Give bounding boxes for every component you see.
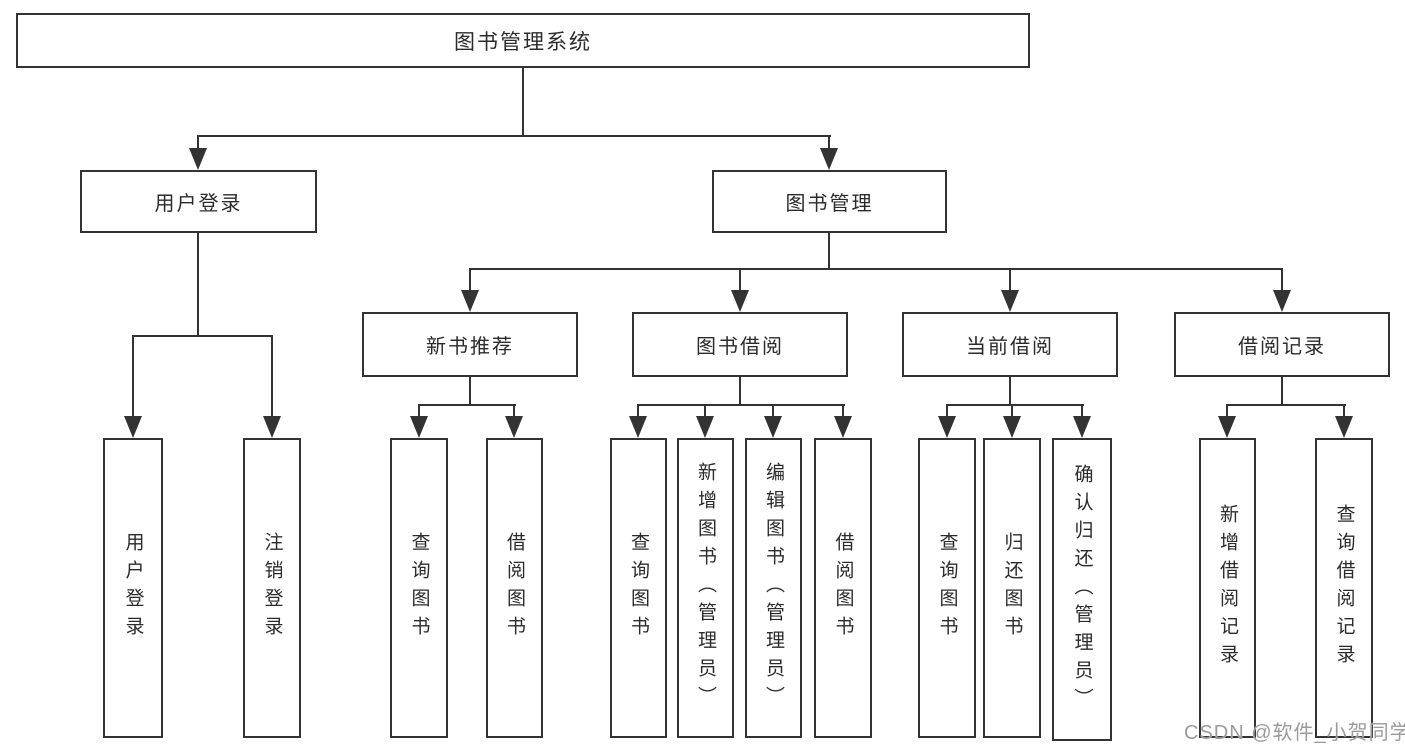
arrowhead-down-icon: [764, 416, 782, 438]
arrowhead-down-icon: [1001, 290, 1019, 312]
arrowhead-down-icon: [731, 290, 749, 312]
node-book-borrow-label: 图书借阅: [696, 336, 784, 358]
node-book-management-label: 图书管理: [785, 193, 874, 215]
connector-bookmgmt-hline: [469, 268, 1283, 270]
arrowhead-down-icon: [1003, 416, 1021, 438]
leaf-newrec-borrow-book: 借阅图书: [486, 438, 543, 738]
connector-leaf-stub: [946, 404, 948, 417]
connector-group-stub: [1281, 268, 1283, 291]
leaf-current-query-book: 查询图书: [918, 438, 976, 738]
node-user-login: 用户登录: [80, 170, 317, 233]
node-book-management: 图书管理: [712, 170, 947, 233]
connector-group-vline: [469, 377, 471, 406]
leaf-current-return-book: 归还图书: [983, 438, 1041, 738]
arrowhead-down-icon: [410, 416, 428, 438]
connector-leaf-stub: [132, 335, 134, 417]
connector-group-stub: [469, 268, 471, 291]
connector-leaf-stub: [418, 404, 420, 417]
arrowhead-down-icon: [1273, 290, 1291, 312]
connector-leaf-stub: [772, 404, 774, 417]
connector-userlogin-hline: [132, 335, 273, 337]
leaf-borrow-edit-book-admin: 编辑图书（管理员）: [745, 438, 802, 738]
connector-userlogin-vline: [197, 233, 199, 337]
connector-root-hline: [197, 135, 831, 137]
csdn-watermark: CSDN @软件_小贺同学: [1184, 722, 1405, 744]
arrowhead-down-icon: [820, 148, 838, 170]
arrowhead-down-icon: [938, 416, 956, 438]
leaf-records-add-record: 新增借阅记录: [1199, 438, 1256, 738]
arrowhead-down-icon: [461, 290, 479, 312]
connector-bookmgmt-stub: [828, 135, 830, 149]
connector-group-vline: [1281, 377, 1283, 406]
connector-group-hline: [637, 404, 845, 406]
arrowhead-down-icon: [1073, 416, 1091, 438]
connector-userlogin-stub: [197, 135, 199, 149]
connector-leaf-stub: [637, 404, 639, 417]
connector-leaf-stub: [1343, 404, 1345, 417]
connector-leaf-stub: [842, 404, 844, 417]
connector-group-stub: [1009, 268, 1011, 291]
node-borrow-records: 借阅记录: [1174, 312, 1390, 377]
node-new-book-recommend-label: 新书推荐: [426, 336, 514, 358]
arrowhead-down-icon: [263, 416, 281, 438]
connector-group-hline: [1226, 404, 1346, 406]
leaf-borrow-add-book-admin: 新增图书（管理员）: [677, 438, 734, 738]
connector-root-vline: [522, 68, 524, 136]
connector-group-vline: [1009, 377, 1011, 406]
connector-leaf-stub: [271, 335, 273, 417]
arrowhead-down-icon: [189, 148, 207, 170]
arrowhead-down-icon: [629, 416, 647, 438]
connector-leaf-stub: [1081, 404, 1083, 417]
node-current-borrow: 当前借阅: [902, 312, 1118, 377]
connector-group-stub: [739, 268, 741, 291]
node-book-borrow: 图书借阅: [632, 312, 848, 377]
arrowhead-down-icon: [696, 416, 714, 438]
arrowhead-down-icon: [1335, 416, 1353, 438]
arrowhead-down-icon: [124, 416, 142, 438]
arrowhead-down-icon: [834, 416, 852, 438]
leaf-current-confirm-return-admin: 确认归还（管理员）: [1052, 438, 1112, 741]
connector-leaf-stub: [1226, 404, 1228, 417]
leaf-logout-login: 注销登录: [243, 438, 301, 738]
connector-group-hline: [946, 404, 1084, 406]
leaf-borrow-query-book: 查询图书: [610, 438, 667, 738]
connector-group-hline: [418, 404, 516, 406]
node-root-label: 图书管理系统: [454, 30, 592, 54]
connector-group-vline: [739, 377, 741, 406]
connector-leaf-stub: [704, 404, 706, 417]
node-borrow-records-label: 借阅记录: [1238, 336, 1326, 358]
arrowhead-down-icon: [1218, 416, 1236, 438]
node-current-borrow-label: 当前借阅: [966, 336, 1054, 358]
leaf-user-login: 用户登录: [103, 438, 163, 738]
leaf-newrec-query-book: 查询图书: [390, 438, 448, 738]
leaf-borrow-borrow-book: 借阅图书: [814, 438, 872, 738]
node-new-book-recommend: 新书推荐: [362, 312, 578, 377]
node-user-login-label: 用户登录: [154, 193, 243, 215]
connector-leaf-stub: [513, 404, 515, 417]
leaf-records-query-record: 查询借阅记录: [1315, 438, 1373, 738]
connector-bookmgmt-vline: [828, 233, 830, 270]
node-root: 图书管理系统: [16, 13, 1030, 68]
arrowhead-down-icon: [505, 416, 523, 438]
connector-leaf-stub: [1011, 404, 1013, 417]
